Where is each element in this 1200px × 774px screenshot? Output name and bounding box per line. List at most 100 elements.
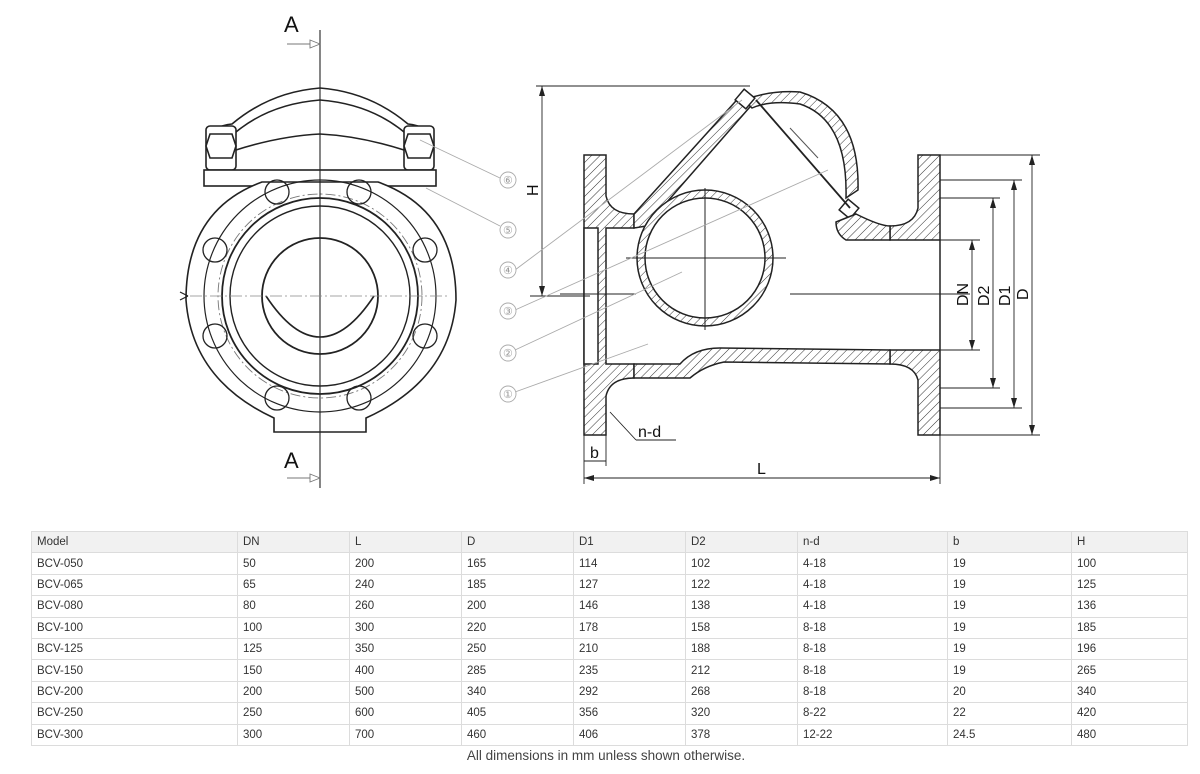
bolt-head-left (205, 133, 237, 159)
table-cell: 356 (573, 702, 686, 725)
table-cell: 300 (237, 723, 350, 746)
callout-2: ② (503, 348, 513, 360)
table-cell: 122 (685, 573, 798, 597)
table-cell: BCV-300 (31, 723, 238, 746)
table-cell: 125 (237, 637, 350, 661)
table-cell: 125 (1071, 573, 1188, 597)
section-label-top: A (284, 12, 299, 37)
table-cell: 8-18 (797, 637, 948, 661)
table-cell: 405 (461, 702, 574, 725)
table-cell: BCV-065 (31, 573, 238, 597)
table-cell: BCV-250 (31, 702, 238, 725)
table-cell: 4-18 (797, 552, 948, 575)
table-cell: 19 (947, 573, 1072, 597)
table-cell: 420 (1071, 702, 1188, 725)
table-cell: 19 (947, 659, 1072, 682)
column-header: D2 (685, 530, 798, 554)
table-cell: 196 (1071, 637, 1188, 661)
table-cell: 150 (237, 659, 350, 682)
table-cell: BCV-125 (31, 637, 238, 661)
table-cell: 700 (349, 723, 462, 746)
callout-1: ① (503, 389, 513, 401)
table-cell: 136 (1071, 595, 1188, 618)
table-cell: 600 (349, 702, 462, 725)
callout-5: ⑤ (503, 225, 513, 237)
table-cell: 24.5 (947, 723, 1072, 746)
table-cell: BCV-100 (31, 616, 238, 639)
dim-label-d: D (1015, 288, 1032, 300)
table-cell: 200 (349, 552, 462, 575)
table-cell: 8-18 (797, 616, 948, 639)
table-cell: 300 (349, 616, 462, 639)
callout-6: ⑥ (503, 175, 513, 187)
table-cell: 285 (461, 659, 574, 682)
column-header: b (947, 530, 1072, 554)
footnote: All dimensions in mm unless shown otherw… (466, 748, 746, 763)
table-cell: 102 (685, 552, 798, 575)
table-cell: BCV-200 (31, 680, 238, 704)
table-cell: BCV-080 (31, 595, 238, 618)
table-cell: 165 (461, 552, 574, 575)
table-cell: 100 (237, 616, 350, 639)
table-cell: 8-22 (797, 702, 948, 725)
table-cell: 19 (947, 595, 1072, 618)
column-header: D (461, 530, 574, 554)
column-header: n-d (797, 530, 948, 554)
column-header: L (349, 530, 462, 554)
table-cell: 80 (237, 595, 350, 618)
table-cell: 65 (237, 573, 350, 597)
dim-label-n-d: n-d (638, 424, 661, 441)
table-cell: 250 (237, 702, 350, 725)
part-callouts (499, 171, 517, 403)
table-cell: 240 (349, 573, 462, 597)
table-cell: 200 (461, 595, 574, 618)
table-cell: 12-22 (797, 723, 948, 746)
table-cell: BCV-050 (31, 552, 238, 575)
callout-4: ④ (503, 265, 513, 277)
section-centerlines (560, 127, 970, 330)
table-cell: 220 (461, 616, 574, 639)
table-cell: 500 (349, 680, 462, 704)
dim-label-dn: DN (955, 283, 972, 306)
table-cell: 100 (1071, 552, 1188, 575)
table-cell: 178 (573, 616, 686, 639)
section-view (583, 88, 941, 436)
table-cell: 185 (1071, 616, 1188, 639)
callout-leaders (514, 99, 829, 393)
dim-label-b: b (590, 445, 599, 462)
table-cell: 210 (573, 637, 686, 661)
dimension-lines (530, 85, 1040, 484)
table-cell: 127 (573, 573, 686, 597)
dim-label-d2: D2 (976, 285, 993, 306)
section-label-bottom: A (284, 448, 299, 473)
dim-label-d1: D1 (997, 285, 1014, 306)
table-cell: 19 (947, 616, 1072, 639)
table-cell: 50 (237, 552, 350, 575)
table-cell: BCV-150 (31, 659, 238, 682)
table-cell: 378 (685, 723, 798, 746)
table-cell: 260 (349, 595, 462, 618)
table-cell: 265 (1071, 659, 1188, 682)
table-cell: 4-18 (797, 595, 948, 618)
table-cell: 188 (685, 637, 798, 661)
table-cell: 200 (237, 680, 350, 704)
table-cell: 146 (573, 595, 686, 618)
table-cell: 22 (947, 702, 1072, 725)
table-cell: 292 (573, 680, 686, 704)
table-cell: 138 (685, 595, 798, 618)
table-cell: 19 (947, 552, 1072, 575)
table-cell: 212 (685, 659, 798, 682)
dim-label-l: L (757, 461, 766, 478)
table-cell: 460 (461, 723, 574, 746)
